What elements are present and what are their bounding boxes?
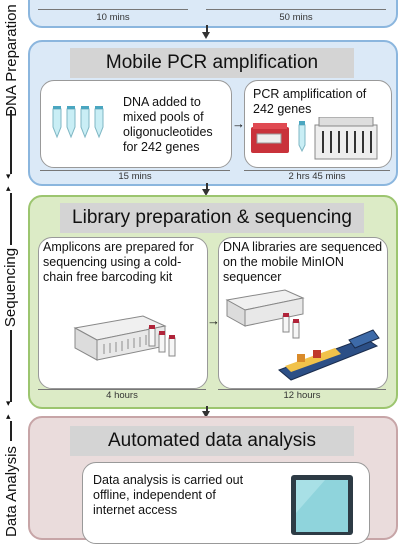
duration-label: 12 hours [283, 390, 321, 401]
stage-divider-line [10, 110, 12, 174]
stage-label-dna-preparation: DNA Preparation [2, 3, 20, 117]
timeline-bar [218, 389, 386, 390]
panel-data-analysis: Automated data analysis Data analysis is… [28, 416, 398, 544]
flow-arrow-icon [203, 183, 209, 196]
card-dna-added: DNA added to mixed pools of oligonucleot… [40, 80, 232, 168]
timeline-bar [244, 170, 390, 171]
panel-title: Automated data analysis [70, 426, 354, 456]
laptop-icon [291, 475, 353, 535]
stage-label-sequencing: Sequencing [2, 247, 20, 328]
card-amplicon-prep: Amplicons are prepared for sequencing us… [38, 237, 208, 389]
flow-arrow-icon [203, 25, 209, 39]
timeline-bar [38, 389, 206, 390]
stage-divider-line [10, 421, 12, 441]
card-data-analysis: Data analysis is carried out offline, in… [82, 462, 370, 544]
flow-arrow-right-icon: → [232, 116, 245, 131]
stage-label-data-analysis: Data Analysis [2, 445, 20, 537]
duration-label: 4 hours [106, 390, 138, 401]
minion-sequencer-icon [225, 289, 380, 381]
card-description: Data analysis is carried out offline, in… [93, 473, 244, 517]
stage-divider-line [10, 330, 12, 402]
timeline-bar [206, 9, 386, 10]
panel-dna-extraction: 10 mins 50 mins [28, 0, 398, 28]
card-description: DNA added to mixed pools of oligonucleot… [123, 95, 213, 154]
card-minion-sequencing: DNA libraries are sequenced on the mobil… [218, 237, 388, 389]
duration-label: 50 mins [279, 12, 313, 23]
card-description: PCR amplification of 242 genes [253, 87, 367, 116]
barcoding-kit-icon [73, 315, 176, 361]
stage-divider-arrow-icon: ▴ [6, 183, 11, 193]
duration-label: 15 mins [118, 171, 152, 182]
pcr-machine-icon [251, 117, 378, 160]
pcr-tubes-icon [52, 106, 104, 139]
card-description: DNA libraries are sequenced on the mobil… [223, 240, 383, 284]
stage-divider-arrow-icon: ▾ [6, 171, 11, 181]
flow-arrow-right-icon: → [207, 313, 220, 328]
panel-library-sequencing: Library preparation & sequencing Amplico… [28, 195, 398, 409]
flow-arrow-icon [203, 406, 209, 418]
stage-divider-line [10, 193, 12, 245]
panel-title: Library preparation & sequencing [60, 203, 364, 233]
duration-label: 2 hrs 45 mins [288, 171, 346, 182]
panel-mobile-pcr: Mobile PCR amplification DNA added to mi… [28, 40, 398, 186]
card-description: Amplicons are prepared for sequencing us… [43, 240, 194, 284]
timeline-bar [38, 9, 188, 10]
duration-label: 10 mins [96, 12, 130, 23]
timeline-bar [40, 170, 230, 171]
stage-divider-arrow-icon: ▴ [6, 411, 11, 421]
panel-title: Mobile PCR amplification [70, 48, 354, 78]
card-pcr-amplification: PCR amplification of 242 genes [244, 80, 392, 168]
stage-divider-arrow-icon: ▾ [6, 398, 11, 408]
